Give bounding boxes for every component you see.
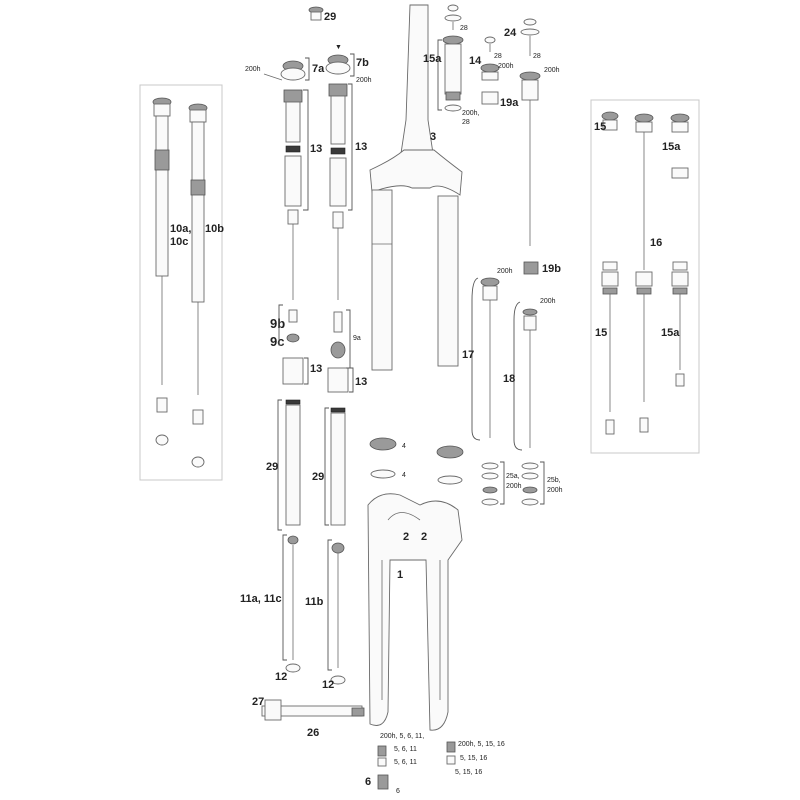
thru-axle [261,699,365,721]
part-25a [481,462,499,506]
callout-200h-28-2: 28 [462,119,470,126]
callout-12-a: 12 [275,671,287,683]
callout-2-a: 2 [403,531,409,543]
callout-29-top: 29 [324,11,336,23]
part-16-shaft [634,113,654,433]
callout-18: 18 [503,373,515,385]
callout-6-a: 6 [365,776,371,788]
callout-28-b: 28 [494,53,502,60]
part-19b [523,261,539,275]
part-15-top [601,111,619,131]
callout-10b: 10b [205,223,224,235]
callout-13-c: 13 [310,363,322,375]
callout-9a: 9a [353,335,361,342]
damper-cartridge-10a [152,97,172,446]
callout-2-b: 2 [421,531,427,543]
callout-200h-14: 200h [498,63,514,70]
callout-13-b: 13 [355,141,367,153]
callout-5-6-11-b: 5, 6, 11 [394,759,417,766]
callout-28-c: 28 [533,53,541,60]
callout-200h-28-1: 200h, [462,110,480,117]
part-15a-shaft [671,261,689,387]
callout-3: 3 [430,131,436,143]
callout-25a-1: 25a, [506,473,520,480]
seal-4-right [436,445,464,485]
part-24-assembly [519,18,541,246]
callout-200h-left: 200h [245,66,261,73]
bottom-bolts-left [377,745,389,790]
part-14-assembly [480,36,500,105]
callout-25b-2: 200h [547,487,563,494]
part-17-shaft [480,277,500,438]
part-25b [521,462,539,506]
callout-5-15-16-b: 5, 15, 16 [455,769,482,776]
callout-16: 16 [650,237,662,249]
crown-steerer-assembly [369,4,463,371]
callout-27: 27 [252,696,264,708]
part-15-shaft [601,261,619,435]
callout-200h-5-6-11: 200h, 5, 6, 11, [380,733,424,740]
callout-5-6-11-a: 5, 6, 11 [394,746,417,753]
callout-28-a: 28 [460,25,468,32]
callout-10a: 10a, [170,223,191,235]
callout-25a-2: 200h [506,483,522,490]
callout-15-r: 15 [594,121,606,133]
callout-13-a: 13 [310,143,322,155]
damper-group-box [139,84,223,481]
callout-200h-5-15-16: 200h, 5, 15, 16 [458,741,505,748]
callout-11a-11c: 11a, 11c [240,593,282,605]
callout-7a: 7a [312,63,325,75]
bottom-bolts-right [446,741,456,765]
callout-13-d: 13 [355,376,367,388]
callout-200h-7b: 200h [356,77,372,84]
callout-15a-r2: 15a [661,327,680,339]
air-shaft-group-box [590,99,700,454]
part-15a-right-top [670,113,690,179]
callout-26: 26 [307,727,319,739]
damper-assembly-right: ▼ [325,44,351,685]
air-spring-assembly-left [280,60,306,673]
lower-leg-casting [367,493,463,731]
damper-cartridge-10b [188,103,208,468]
callout-25b-1: 25b, [547,477,561,484]
callout-19a: 19a [500,97,519,109]
part-15a-top [442,4,464,112]
seal-4-left [369,437,397,479]
callout-14: 14 [469,55,482,67]
callout-200h-24: 200h [544,67,560,74]
callout-5-15-16-a: 5, 15, 16 [460,755,487,762]
callout-9b: 9b [270,316,285,331]
callout-19b: 19b [542,263,561,275]
callout-29-a: 29 [266,461,278,473]
part-29-top [308,6,324,21]
callout-7b: 7b [356,57,369,69]
callout-10c: 10c [170,236,188,248]
svg-text:▼: ▼ [335,44,342,51]
callout-17: 17 [462,349,474,361]
callout-15a-top: 15a [423,53,442,65]
callout-11b: 11b [305,596,324,608]
callout-15a-r1: 15a [662,141,681,153]
callout-29-b: 29 [312,471,324,483]
callout-4-b: 4 [402,472,406,479]
callout-15-r2: 15 [595,327,607,339]
callout-200h-18: 200h [540,298,556,305]
callout-9c: 9c [270,334,284,349]
callout-200h-17: 200h [497,268,513,275]
callout-12-b: 12 [322,679,334,691]
part-18-shaft [522,308,538,448]
callout-24: 24 [504,27,517,39]
callout-6-b: 6 [396,788,400,795]
callout-1: 1 [397,569,403,581]
callout-4-a: 4 [402,443,406,450]
